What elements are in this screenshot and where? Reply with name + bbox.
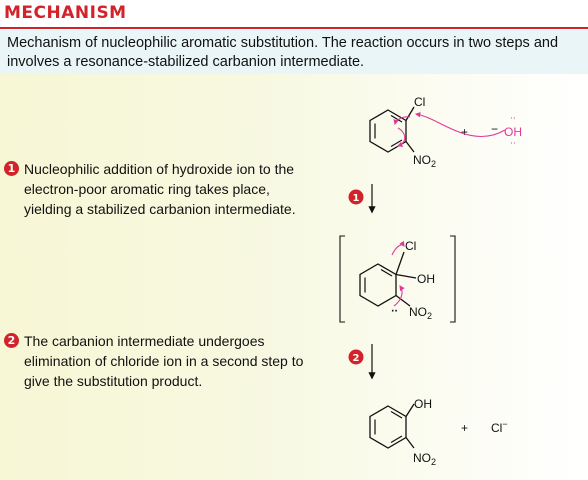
step-2-description: 2 The carbanion intermediate undergoes e… — [4, 331, 308, 391]
step-2-arrow-group: 2 — [348, 344, 376, 380]
step-1-description: 1 Nucleophilic addition of hydroxide ion… — [4, 159, 308, 219]
product-no2-label: NO2 — [413, 451, 436, 467]
product-double-bond — [390, 410, 403, 419]
intermediate-cl-bond — [395, 251, 405, 275]
step-1-arrow-number: 1 — [353, 193, 360, 204]
chloride-ion-label: Cl− — [491, 419, 508, 435]
product-double-bond — [390, 435, 403, 444]
hydroxide-label: OH — [504, 125, 522, 139]
intermediate-no2-label: NO2 — [409, 305, 432, 321]
header-bar: MECHANISM — [0, 0, 588, 30]
reactant-double-bond — [390, 114, 403, 123]
pi-bond-arrow — [393, 116, 411, 126]
intermediate-lone-pair: ·· — [391, 307, 398, 317]
intermediate-no2-subscript: 2 — [427, 311, 432, 321]
product-oh-bond — [405, 403, 415, 417]
reactant-molecule: Cl NO2 + − ·· ·· OH — [369, 95, 522, 169]
page-title: MECHANISM — [4, 3, 127, 23]
hydroxide-lone-pair-top: ·· — [510, 114, 516, 124]
reactant-no2-subscript: 2 — [431, 159, 436, 169]
reactant-no2-label: NO2 — [413, 153, 436, 169]
step-2-text: The carbanion intermediate undergoes eli… — [24, 333, 304, 389]
step-2-arrow-badge — [348, 349, 364, 365]
hydroxide-lone-pair-bottom: ·· — [510, 139, 516, 149]
step-2-arrow-number: 2 — [353, 353, 360, 364]
reactant-cl-label: Cl — [414, 95, 425, 109]
product-oh-label: OH — [414, 397, 432, 411]
ring-electron-arrow — [396, 127, 406, 147]
step-1-arrow-group: 1 — [348, 184, 376, 214]
product-no2-bond — [405, 437, 415, 449]
reactant-double-bond — [390, 139, 403, 148]
chloride-leaving-arrow — [391, 240, 405, 256]
title-rule — [0, 27, 588, 29]
product-molecule: OH NO2 + Cl− — [369, 397, 508, 467]
chloride-ion-symbol: Cl — [491, 421, 502, 435]
step-1-arrow-badge — [348, 189, 364, 205]
step-1-text: Nucleophilic addition of hydroxide ion t… — [24, 161, 296, 217]
reactant-no2-bond — [405, 141, 415, 153]
reactant-no2-main: NO — [413, 153, 431, 167]
product-no2-subscript: 2 — [431, 457, 436, 467]
intermediate-oh-bond — [395, 273, 417, 279]
nucleophile-attack-arrow — [414, 112, 506, 137]
hydroxide-charge: − — [491, 122, 498, 136]
intermediate-bracket-left — [339, 235, 345, 323]
intro-box: Mechanism of nucleophilic aromatic subst… — [0, 30, 588, 74]
intermediate-no2-bond — [395, 294, 411, 307]
product-plus-sign: + — [461, 421, 468, 435]
reactant-plus-sign: + — [461, 125, 468, 139]
product-no2-main: NO — [413, 451, 431, 465]
intro-text: Mechanism of nucleophilic aromatic subst… — [7, 35, 559, 70]
intermediate-double-bond — [380, 268, 393, 277]
intermediate-cl-label: Cl — [405, 239, 416, 253]
chloride-ion-charge: − — [502, 419, 507, 429]
carbanion-return-arrow — [393, 285, 405, 307]
intermediate-no2-main: NO — [409, 305, 427, 319]
step-1-badge: 1 — [4, 161, 19, 176]
intermediate-oh-label: OH — [417, 272, 435, 286]
step-2-badge: 2 — [4, 333, 19, 348]
intermediate-molecule: Cl OH ·· NO2 — [339, 235, 456, 323]
intermediate-bracket-right — [450, 235, 456, 323]
reactant-cl-bond — [405, 106, 415, 121]
